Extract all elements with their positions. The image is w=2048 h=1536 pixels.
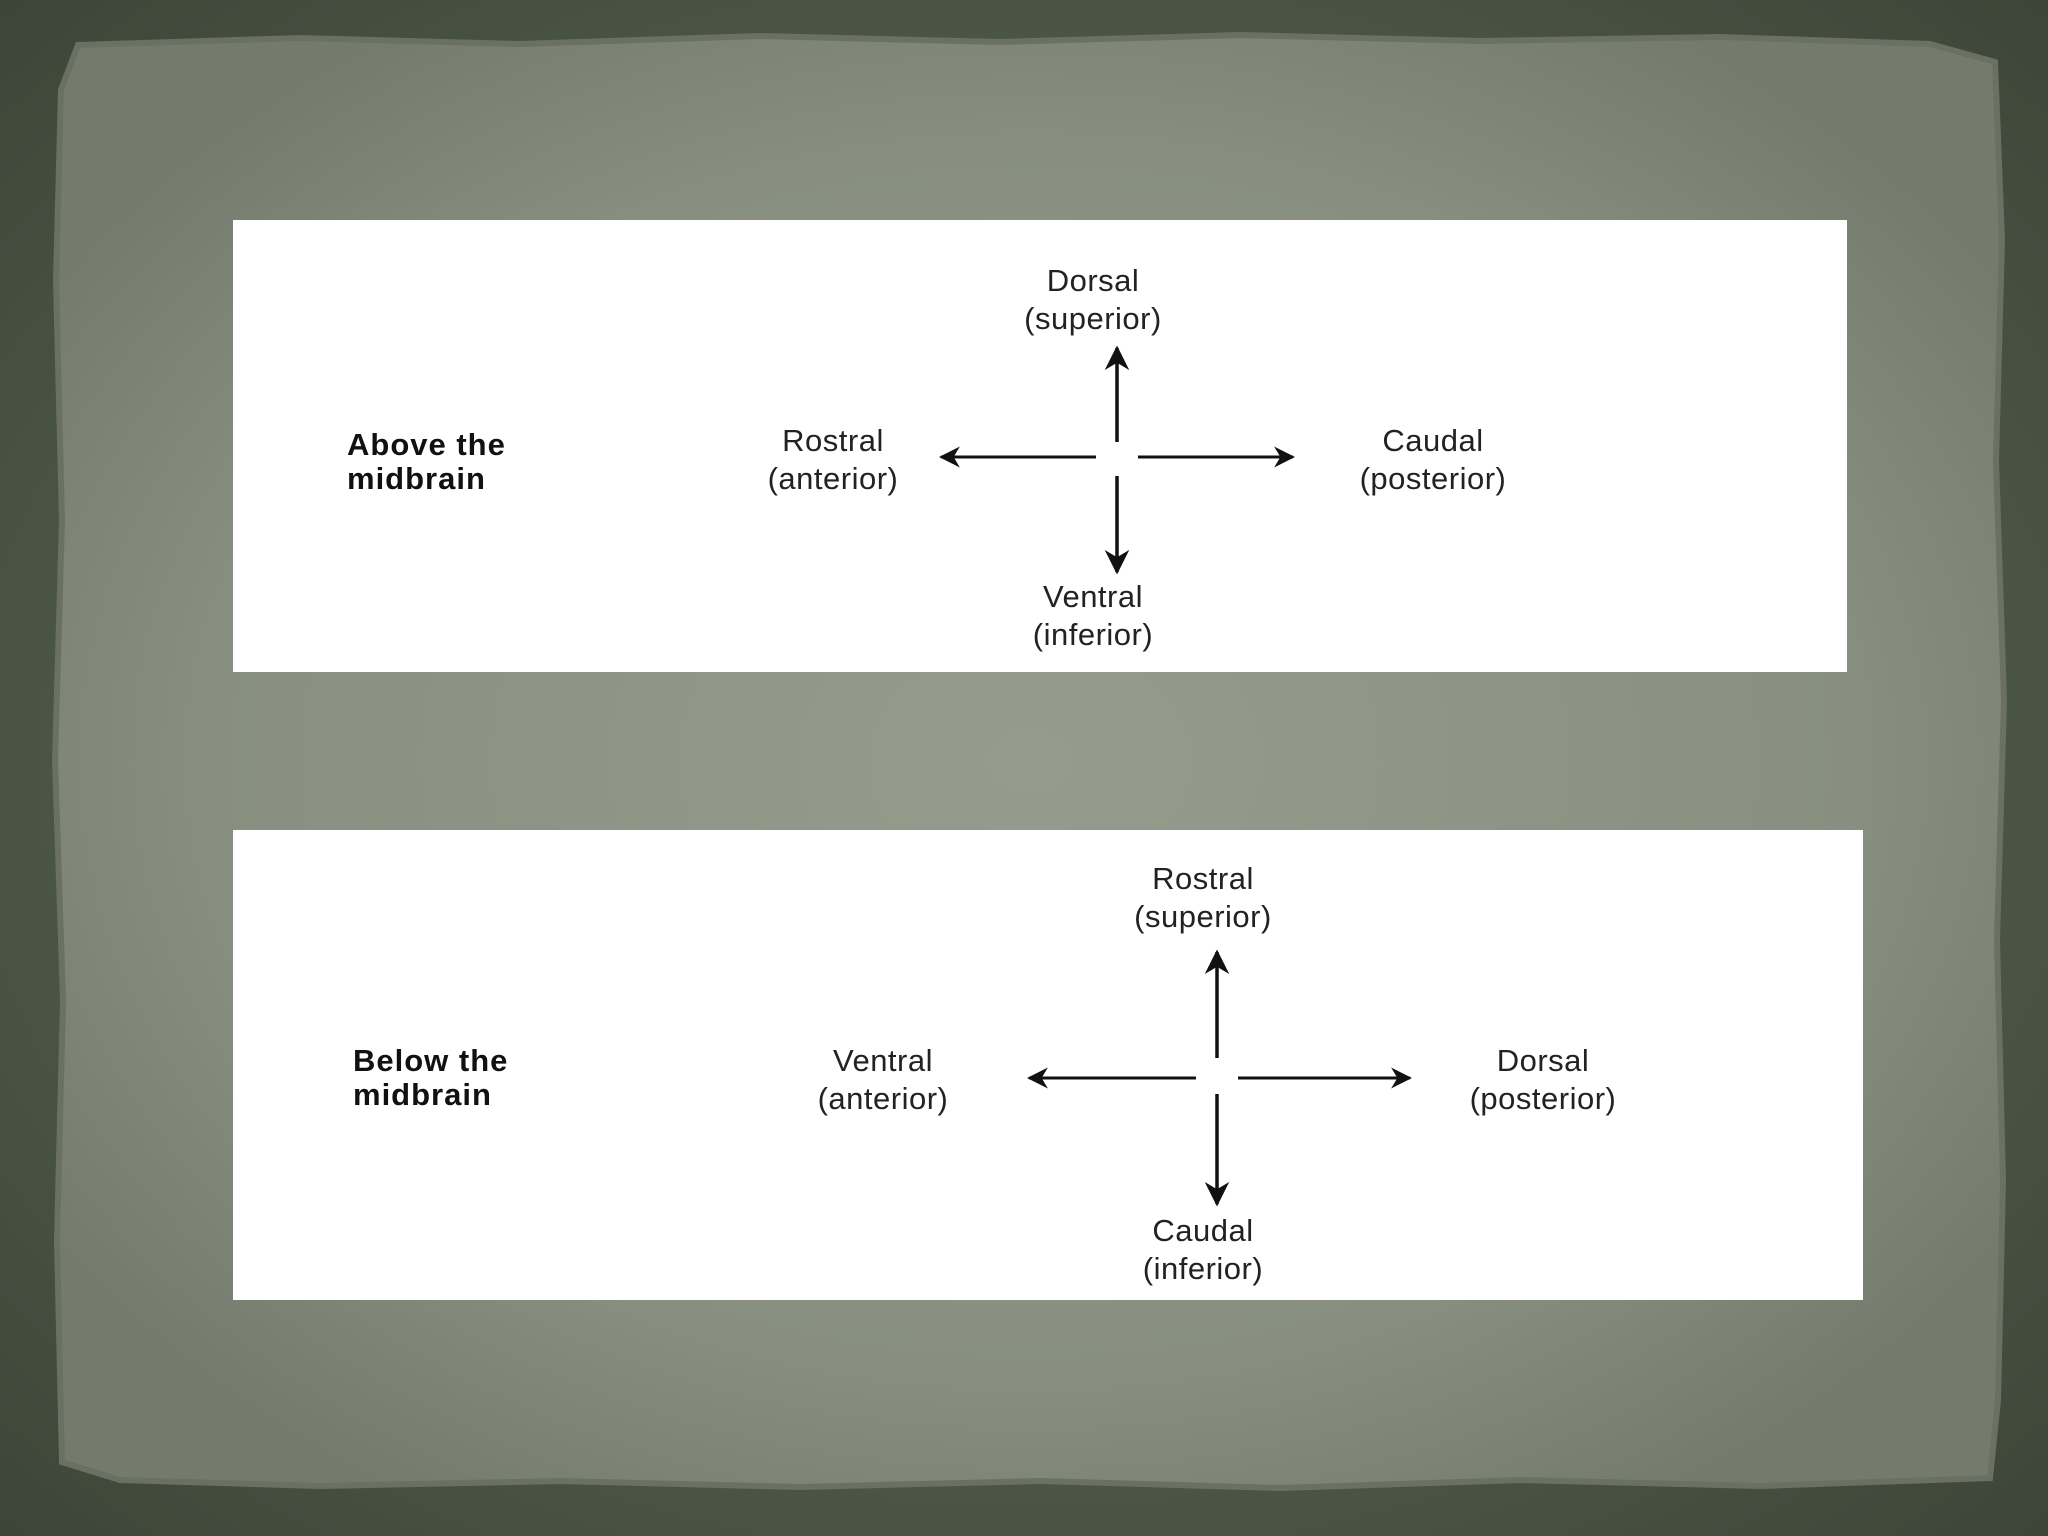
region-label-above: Above the midbrain [347,428,506,496]
region-label-line1: Above the [347,427,506,462]
direction-term: Caudal [1382,423,1484,458]
region-label-below: Below the midbrain [353,1044,508,1112]
direction-term: Rostral [782,423,884,458]
direction-term: Rostral [1152,861,1254,896]
direction-left-label: Rostral (anterior) [723,422,943,498]
region-label-line1: Below the [353,1043,509,1078]
direction-term: Ventral [832,1043,933,1078]
direction-down-label: Caudal (inferior) [1103,1212,1303,1288]
direction-term: Ventral [1042,579,1143,614]
region-label-line2: midbrain [353,1077,492,1112]
region-label-line2: midbrain [347,461,486,496]
direction-up-label: Dorsal (superior) [1013,262,1173,338]
direction-arrows [1026,949,1413,1207]
direction-term: Dorsal [1046,263,1140,298]
direction-term: Dorsal [1496,1043,1590,1078]
direction-term: Caudal [1152,1213,1254,1248]
direction-left-label: Ventral (anterior) [773,1042,993,1118]
direction-synonym: (superior) [1024,301,1162,336]
direction-synonym: (posterior) [1469,1081,1617,1116]
direction-synonym: (posterior) [1359,461,1507,496]
direction-right-label: Caudal (posterior) [1313,422,1553,498]
direction-synonym: (inferior) [1032,617,1154,652]
diagram-panel-above-midbrain: Above the midbrain Dorsal (superior) Ven… [233,220,1847,672]
direction-synonym: (inferior) [1142,1251,1264,1286]
direction-down-label: Ventral (inferior) [993,578,1193,654]
direction-synonym: (anterior) [817,1081,949,1116]
direction-synonym: (superior) [1134,899,1272,934]
direction-arrows [938,345,1296,575]
direction-right-label: Dorsal (posterior) [1423,1042,1663,1118]
direction-synonym: (anterior) [767,461,899,496]
direction-up-label: Rostral (superior) [1093,860,1313,936]
diagram-panel-below-midbrain: Below the midbrain Rostral (superior) Ca… [233,830,1863,1300]
